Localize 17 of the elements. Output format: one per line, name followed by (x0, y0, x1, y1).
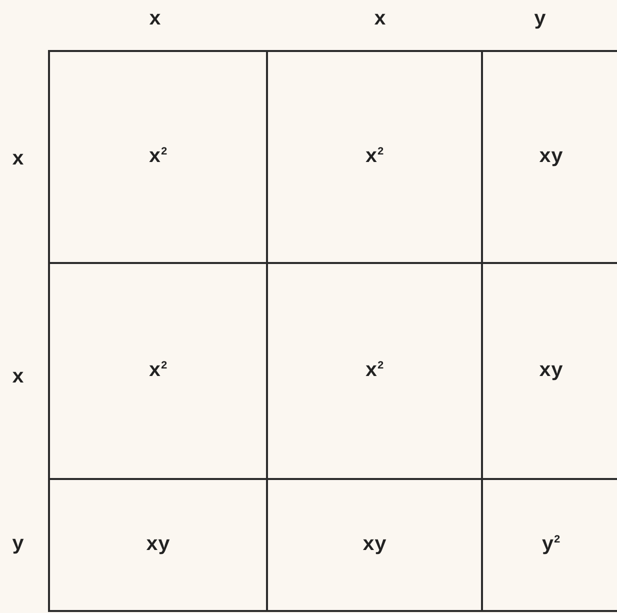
area-term: x$^{2}$ (148, 146, 168, 168)
area-term: xy (362, 534, 386, 556)
area-term: x$^{2}$ (148, 360, 168, 382)
grid-cell (48, 50, 268, 264)
side-length-label: y (534, 8, 546, 32)
area-term: xy (538, 360, 563, 382)
area-term: xy (146, 534, 170, 556)
side-length-label: y (12, 534, 24, 556)
area-term: y$^{2}$ (542, 534, 560, 556)
area-term: x$^{2}$ (365, 146, 384, 168)
grid-cell (48, 478, 268, 612)
side-length-label: x (12, 366, 24, 390)
side-length-label: x (149, 8, 161, 32)
area-term: x$^{2}$ (365, 360, 384, 382)
side-length-label: x (374, 8, 386, 32)
side-length-label: x (12, 148, 24, 172)
area-term: xy (538, 146, 563, 168)
